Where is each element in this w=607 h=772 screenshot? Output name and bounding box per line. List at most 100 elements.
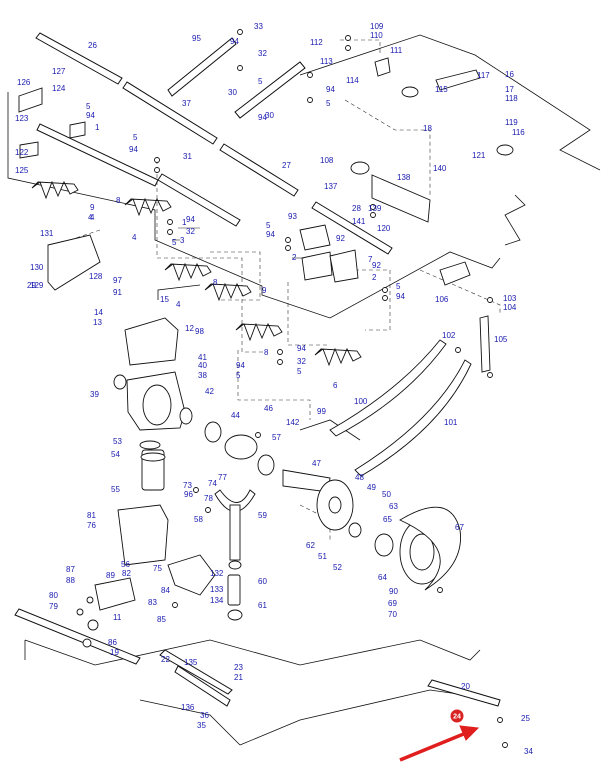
- callout-label: 114: [346, 76, 359, 85]
- callout-label: 23: [234, 663, 243, 672]
- callout-label: 94: [230, 37, 239, 46]
- callout-label: 110: [370, 31, 383, 40]
- callout-label: 101: [444, 418, 458, 427]
- callout-label: 85: [157, 615, 166, 624]
- callout-label: 54: [111, 450, 120, 459]
- cutter-bars: [14, 32, 501, 707]
- callout-label: 77: [218, 473, 227, 482]
- callout-label: 80: [49, 591, 58, 600]
- dashed-assembly-lines: [69, 39, 501, 540]
- callout-label: 76: [87, 521, 96, 530]
- callout-label: 6: [333, 381, 338, 390]
- callout-label: 5: [172, 238, 177, 247]
- callout-label: 2: [292, 253, 297, 262]
- callout-label: 132: [210, 569, 224, 578]
- callout-label: 34: [524, 747, 533, 756]
- callout-label: 11: [113, 613, 122, 622]
- callout-label: 133: [210, 585, 224, 594]
- callout-label: 27: [282, 161, 291, 170]
- callout-label: 70: [388, 610, 397, 619]
- callout-label: 49: [367, 483, 376, 492]
- callout-label: 40: [198, 361, 207, 370]
- callout-label: 47: [312, 459, 321, 468]
- callout-label: 25: [521, 714, 530, 723]
- callout-label: 98: [195, 327, 204, 336]
- callout-label: 1: [95, 123, 100, 132]
- callout-label: 139: [368, 204, 382, 213]
- gearbox-housing: [113, 371, 275, 491]
- callout-label: 31: [183, 152, 192, 161]
- callout-label: 84: [161, 586, 170, 595]
- callout-label: 41: [198, 353, 207, 362]
- callout-label: 125: [15, 166, 29, 175]
- callout-label: 126: [17, 78, 31, 87]
- callout-label: 91: [113, 288, 122, 297]
- callout-label: 28: [352, 204, 361, 213]
- boundary-lines: [7, 34, 601, 746]
- callout-label: 9: [90, 203, 95, 212]
- callout-label: 44: [231, 411, 240, 420]
- fasteners: [76, 29, 508, 748]
- callout-label: 94: [236, 361, 245, 370]
- callout-label: 5: [258, 77, 263, 86]
- callout-label: 83: [148, 598, 157, 607]
- callout-label: 64: [378, 573, 387, 582]
- callout-label: 65: [383, 515, 392, 524]
- callout-label: 127: [52, 67, 66, 76]
- callout-label: 97: [113, 276, 122, 285]
- callout-label: 67: [455, 523, 464, 532]
- callout-label: 38: [198, 371, 207, 380]
- callout-label: 118: [505, 94, 518, 103]
- callout-label: 138: [397, 173, 411, 182]
- callout-label: 88: [66, 576, 75, 585]
- callout-label: 5: [133, 133, 138, 142]
- callout-label: 78: [204, 494, 213, 503]
- callout-label: 100: [354, 397, 368, 406]
- callout-label: 130: [30, 263, 44, 272]
- callout-label: 87: [66, 565, 75, 574]
- callout-label: 140: [433, 164, 447, 173]
- callout-label: 121: [472, 151, 486, 160]
- callout-label: 14: [94, 308, 103, 317]
- callout-label: 90: [389, 587, 398, 596]
- callout-label: 5: [396, 282, 401, 291]
- callout-label: 4: [132, 233, 137, 242]
- callout-label: 89: [106, 571, 115, 580]
- drive-shaft: [214, 469, 331, 621]
- callout-label: 5: [297, 367, 302, 376]
- callout-label: 8: [116, 196, 121, 205]
- callout-label: 92: [336, 234, 345, 243]
- highlight-arrow-icon: [399, 725, 480, 762]
- callout-label: 8: [213, 278, 218, 287]
- callout-label: 94: [258, 113, 267, 122]
- callout-label: 33: [254, 22, 263, 31]
- callout-label: 94: [86, 111, 95, 120]
- callout-label: 56: [121, 560, 130, 569]
- callout-label: 86: [108, 638, 117, 647]
- knife-sections: [31, 180, 362, 367]
- callout-label: 82: [122, 569, 131, 578]
- callout-label: 4: [176, 300, 181, 309]
- callout-label: 61: [258, 601, 267, 610]
- callout-label: 29: [27, 281, 36, 290]
- highlight-badge: [450, 709, 464, 723]
- callout-label: 123: [15, 114, 29, 123]
- callout-label: 93: [288, 212, 297, 221]
- callout-label: 105: [494, 335, 508, 344]
- callout-label: 39: [90, 390, 99, 399]
- callout-label: 119: [505, 118, 518, 127]
- callout-label: 17: [505, 85, 514, 94]
- highlight-badge-label: 24: [453, 714, 461, 721]
- long-tubes: [329, 86, 514, 477]
- extra-labels: 94 32 5 94 5 30 5 94 1 5 94 4 94 5 92 2 …: [86, 37, 405, 380]
- callout-label: 52: [333, 563, 342, 572]
- callout-label: 62: [306, 541, 315, 550]
- callout-label: 8: [264, 348, 269, 357]
- callout-label: 32: [258, 49, 267, 58]
- callout-label: 4: [90, 213, 95, 222]
- callout-label: 46: [264, 404, 273, 413]
- callout-label: 94: [326, 85, 335, 94]
- callout-label: 120: [377, 224, 391, 233]
- callout-label: 42: [205, 387, 214, 396]
- callout-label: 103: [503, 294, 517, 303]
